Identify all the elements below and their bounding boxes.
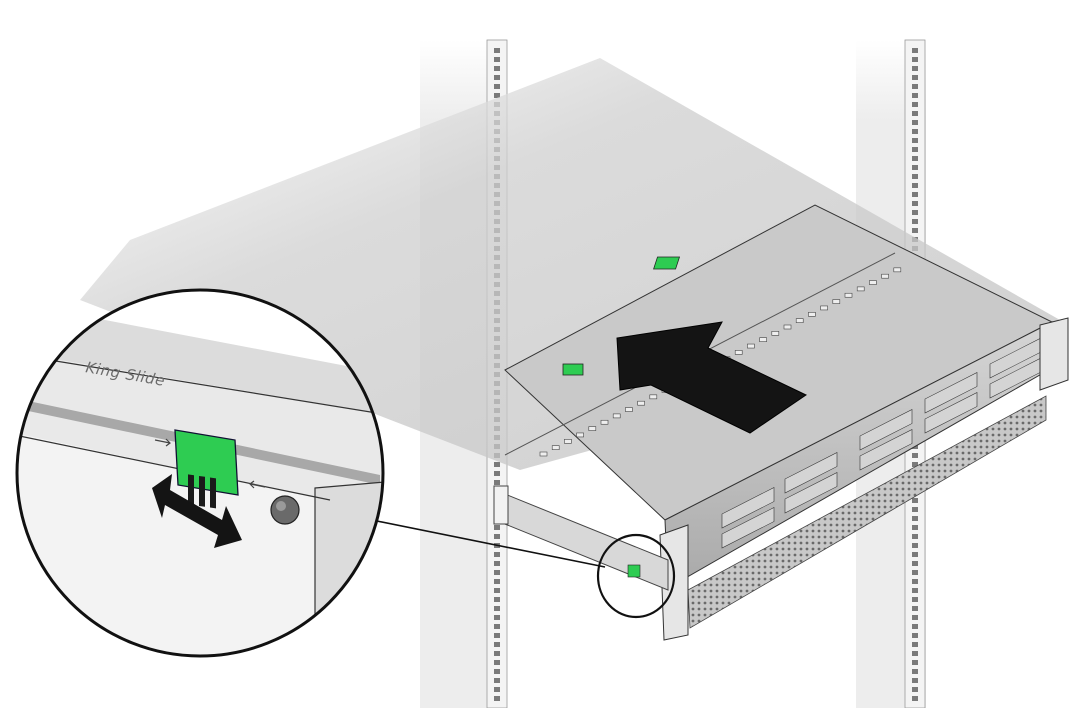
rack-ear-right bbox=[1039, 317, 1069, 391]
green-release-latch bbox=[174, 429, 239, 509]
push-direction-arrow bbox=[616, 321, 808, 434]
slide-rail bbox=[494, 489, 669, 591]
drive-bays bbox=[721, 337, 1043, 549]
rail-arrow-mark-left bbox=[154, 438, 171, 447]
callout-small-circle bbox=[596, 533, 676, 619]
slide-direction-double-arrow bbox=[152, 474, 242, 548]
rail-arrow-mark-right bbox=[249, 480, 266, 489]
zoom-inset-border bbox=[15, 288, 385, 658]
front-vent-grille bbox=[687, 395, 1047, 629]
zoom-rail-edge bbox=[314, 481, 383, 656]
callout-leader bbox=[371, 519, 676, 619]
rail-thumbscrew bbox=[270, 495, 300, 525]
server-chassis bbox=[493, 204, 1069, 641]
cover-release-button-rear bbox=[653, 256, 681, 270]
cover-release-button-front bbox=[562, 363, 584, 376]
zoom-inset: King Slide bbox=[15, 288, 385, 658]
